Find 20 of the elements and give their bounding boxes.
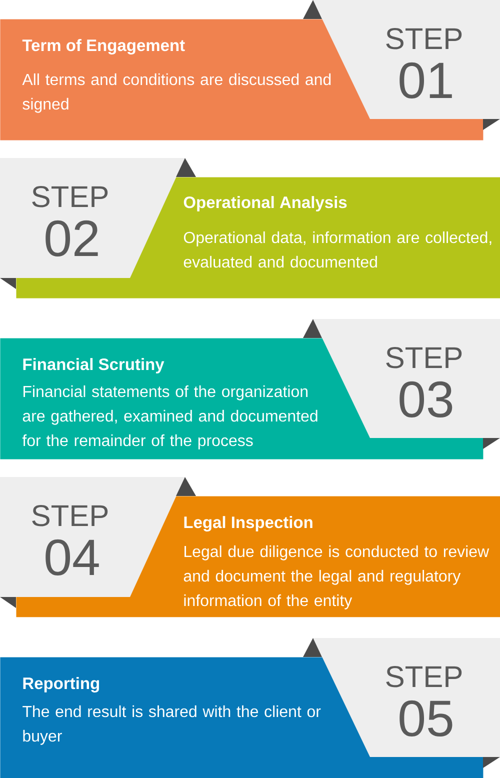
step-description: Financial statements of the organization are gathered, examined and documented for the remainder of the process — [22, 385, 318, 450]
step-label: STEP — [386, 666, 462, 688]
step-label: STEP — [386, 347, 462, 368]
step-description: All terms and conditions are discussed and signed — [22, 73, 331, 113]
step-heading: Financial Scrutiny — [23, 358, 164, 374]
step-number: 02 — [46, 220, 98, 256]
step-label: STEP — [32, 505, 108, 526]
step-heading: Reporting — [23, 677, 99, 692]
step-number: 01 — [400, 62, 452, 98]
step-number: 05 — [400, 700, 452, 736]
step-heading: Legal Inspection — [184, 516, 312, 532]
step-description: Legal due diligence is conducted to review and document the legal and regulatory information of the entity — [184, 545, 490, 610]
step-heading: Operational Analysis — [184, 196, 347, 212]
step-description: Operational data, information are collected, evaluated and documented — [184, 231, 492, 268]
step-label: STEP — [32, 186, 108, 208]
step-heading: Term of Engagement — [22, 39, 185, 54]
step-number: 03 — [400, 381, 452, 418]
step-description: The end result is shared with the client or buyer — [22, 705, 321, 745]
step-label: STEP — [386, 28, 462, 50]
step-number: 04 — [46, 539, 99, 576]
